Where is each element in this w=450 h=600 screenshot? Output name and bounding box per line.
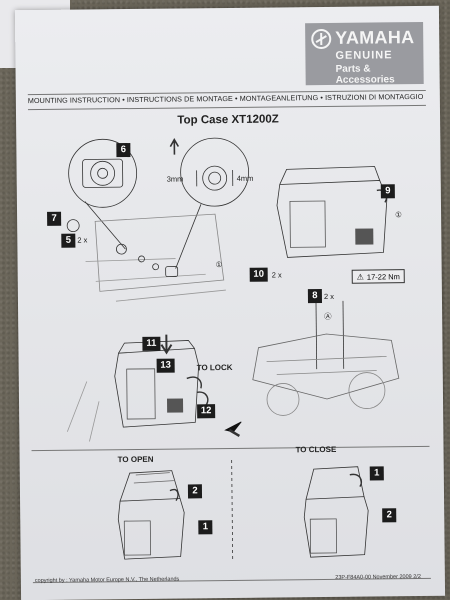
rack-plate: [94, 213, 225, 292]
torque-spec: ⚠ 17-22 Nm: [351, 269, 405, 284]
open-close-drawings: [117, 459, 369, 560]
to-close-label: TO CLOSE: [295, 444, 337, 455]
arrow-pointer: [224, 421, 242, 433]
brand-name: YAMAHA: [335, 27, 415, 48]
brand-parts-accessories: Parts & Accessories: [335, 63, 395, 86]
close-step-2: 2: [382, 508, 397, 523]
circle-1-right: ①: [395, 210, 402, 220]
step-9: 9: [380, 184, 395, 199]
brand-genuine: GENUINE: [335, 49, 393, 62]
instruction-sheet: YAMAHA GENUINE Parts & Accessories MOUNT…: [14, 5, 446, 600]
gap-4mm: 4mm: [236, 173, 254, 183]
brand-logo-block: YAMAHA GENUINE Parts & Accessories: [305, 21, 424, 86]
case-open: [117, 498, 185, 560]
step-11: 11: [142, 336, 161, 351]
close-step-1: 1: [369, 466, 384, 481]
down-arrow-11: [160, 334, 173, 355]
qty-2x-bolt: 2 x: [77, 235, 88, 245]
assembly-diagram: 6 7 5 2 x 3mm 4mm ① 9 ① 10 2 x ⚠ 17-22 N…: [24, 128, 437, 447]
step-7: 7: [47, 211, 62, 226]
detail-circle-lock: [68, 138, 138, 208]
document-number: 23P-F84A0-00 November 2009 2/2: [335, 574, 421, 581]
qty-2x-rubber: 2 x: [271, 270, 282, 280]
top-case-right: [276, 180, 388, 258]
lock-cylinder: [90, 160, 116, 186]
washer-part: [66, 219, 80, 233]
step-8: 8: [307, 289, 323, 304]
footer: copyright by : Yamaha Motor Europe N.V.,…: [35, 574, 431, 588]
up-arrow: [169, 137, 180, 155]
open-step-2: 2: [187, 484, 203, 499]
page-title: Top Case XT1200Z: [177, 113, 279, 127]
copyright-text: copyright by : Yamaha Motor Europe N.V.,…: [34, 576, 180, 585]
torque-value: 17-22 Nm: [366, 271, 400, 282]
to-lock-label: TO LOCK: [196, 362, 233, 373]
divider-open-close: [31, 445, 430, 452]
detail-circle-gap: [180, 137, 250, 207]
assembly-drawing: [66, 137, 400, 442]
bike-rack: [252, 333, 400, 400]
open-step-1: 1: [198, 520, 213, 535]
dashed-separator: [231, 459, 234, 560]
step-5: 5: [61, 233, 76, 248]
bolt-long: [315, 301, 318, 370]
circle-1-left: ①: [215, 260, 223, 270]
bolt-part: [116, 243, 127, 255]
warning-triangle-icon: ⚠: [356, 272, 364, 282]
step-6: 6: [116, 143, 131, 158]
circle-a: Ⓐ: [324, 311, 332, 322]
tuning-fork-icon: [311, 28, 332, 50]
step-10: 10: [249, 267, 268, 282]
qty-2x-screw: 2 x: [323, 291, 334, 302]
gap-3mm: 3mm: [166, 174, 184, 184]
step-12: 12: [197, 404, 216, 419]
step-13: 13: [156, 358, 175, 373]
